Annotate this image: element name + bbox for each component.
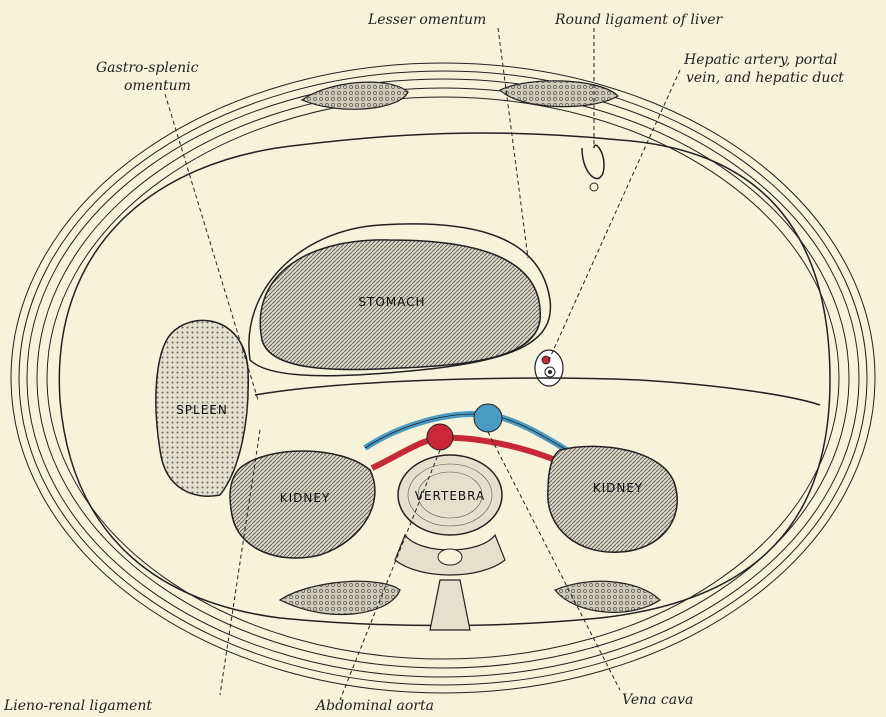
round-ligament-label: Round ligament of liver [555, 12, 722, 28]
round-ligament-loop [582, 145, 604, 178]
gastro-splenic-label-line2: omentum [124, 78, 191, 94]
stomach-label: STOMACH [358, 295, 425, 309]
gastro-splenic-label-line1: Gastro-splenic [96, 60, 198, 76]
lesser-omentum-label: Lesser omentum [368, 12, 486, 28]
spleen-label: SPLEEN [176, 403, 228, 417]
back-muscle-right [555, 581, 660, 612]
hepatic-vessels [535, 350, 563, 386]
posterior-peritoneum [255, 378, 820, 405]
abdominal-aorta [427, 424, 453, 450]
abdominal-aorta-label: Abdominal aorta [316, 698, 434, 714]
kidney-right-label: KIDNEY [593, 481, 644, 495]
kidney-left-label: KIDNEY [280, 491, 331, 505]
vein-band [365, 414, 575, 455]
hepatic-label-line1: Hepatic artery, portal [684, 52, 837, 68]
kidney-right [548, 446, 677, 552]
back-muscle-left [280, 581, 400, 614]
vertebra-label: VERTEBRA [415, 489, 485, 503]
lieno-renal-label: Lieno-renal ligament [4, 698, 152, 714]
hepatic-label-line2: vein, and hepatic duct [686, 70, 844, 86]
vertebra [395, 455, 505, 630]
vena-cava-label: Vena cava [622, 692, 693, 708]
vena-cava [474, 404, 502, 432]
rectus-muscle-left [302, 82, 408, 109]
